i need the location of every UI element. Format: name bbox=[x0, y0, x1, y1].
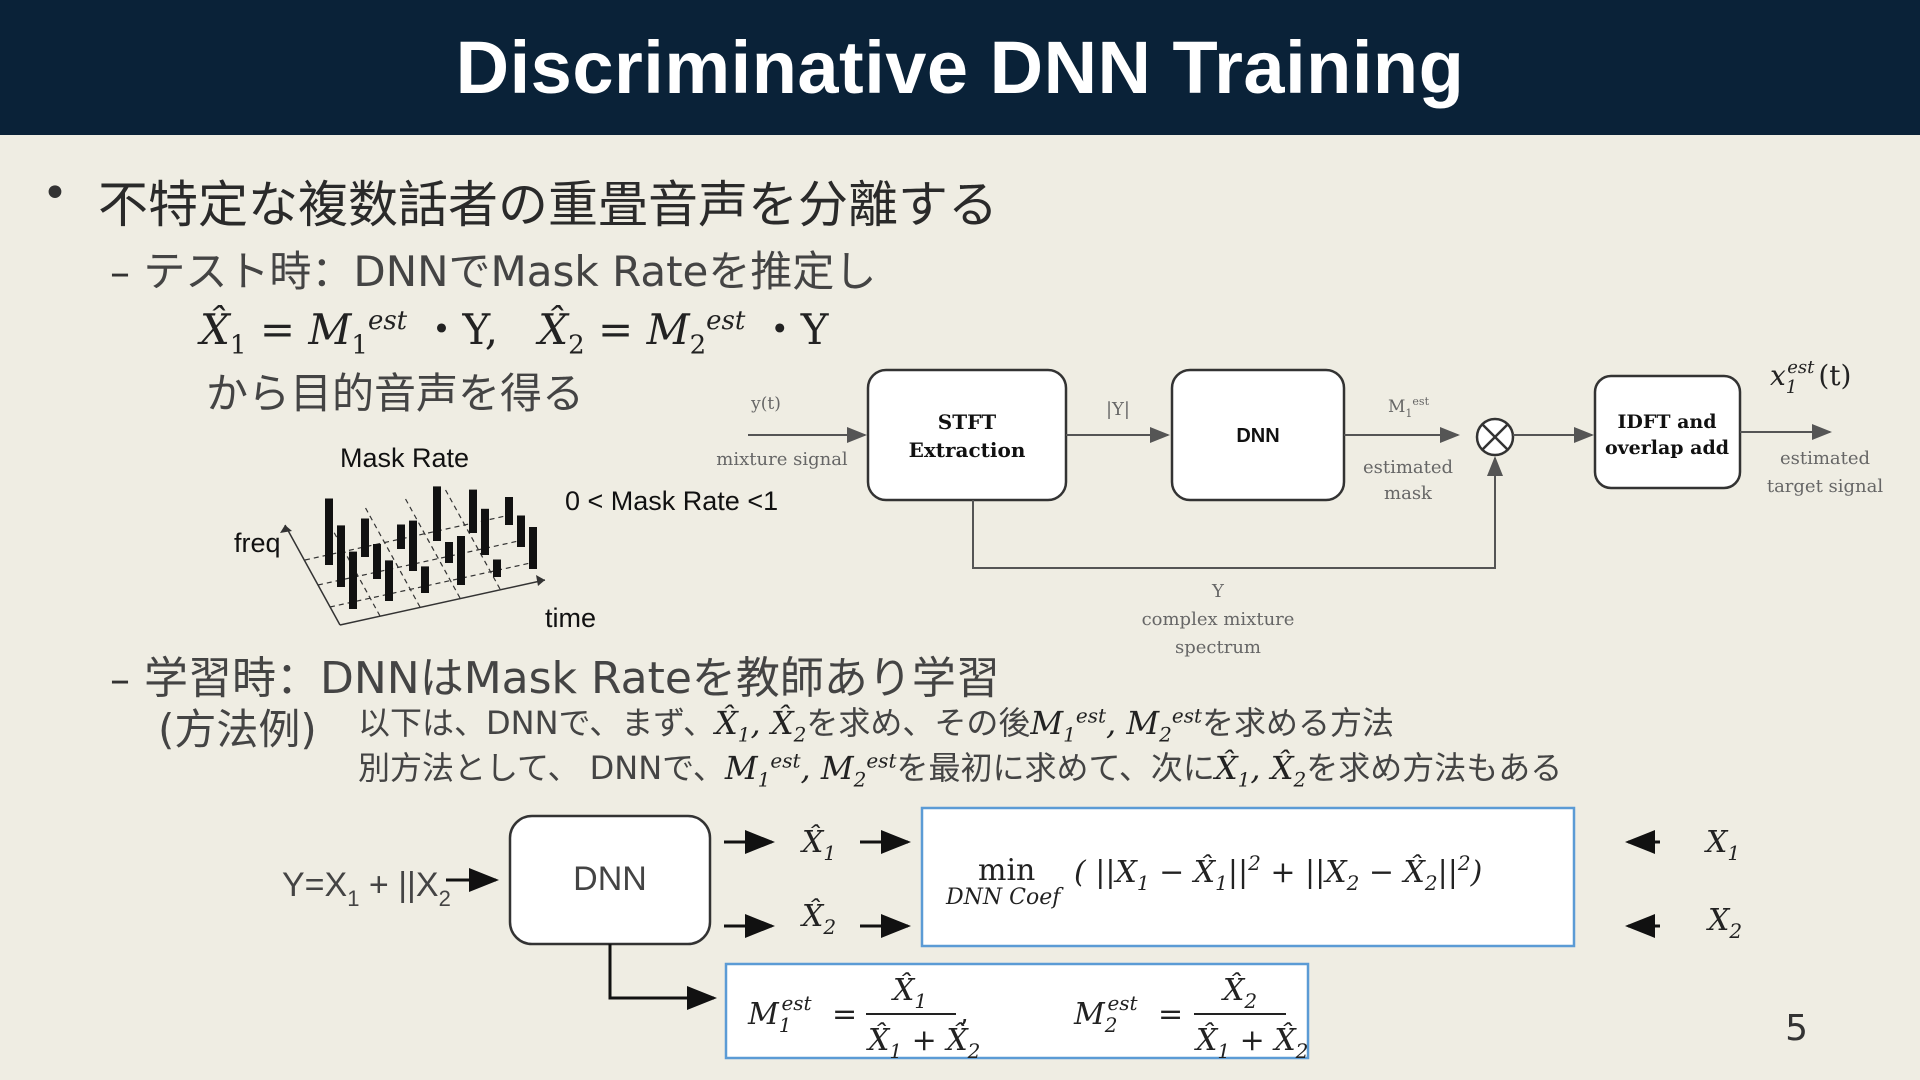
mask-formula-comma: , bbox=[960, 996, 969, 1029]
estimation-formula: X̂1 = M1est ・Y, X̂2 = M2est ・Y bbox=[200, 305, 829, 361]
dash-marker: – bbox=[110, 250, 130, 296]
freq-label: freq bbox=[234, 528, 281, 558]
output-desc-2: target signal bbox=[1767, 476, 1884, 497]
mask-bar bbox=[385, 560, 393, 601]
time-label: time bbox=[545, 603, 596, 633]
output-signal-label: x1est(t) bbox=[1770, 357, 1851, 398]
mask-bar bbox=[421, 566, 429, 593]
mask2-numerator: X̂2 bbox=[1221, 973, 1257, 1013]
page-number: 5 bbox=[1785, 1008, 1808, 1049]
time-axis bbox=[339, 579, 546, 626]
mask-rate-figure: Mask Rate freq time 0 < Mask Rate <1 bbox=[234, 443, 778, 633]
freq-arrowhead bbox=[280, 525, 292, 533]
dash-marker: – bbox=[110, 657, 130, 703]
mask2-lhs: M2est bbox=[1073, 991, 1139, 1037]
mask-bar bbox=[349, 551, 357, 609]
training-diagram: Y=X1 + ||X2 DNN X̂1 X̂2 min DNN Coef ( |… bbox=[282, 806, 1742, 1063]
complex-spectrum-path bbox=[972, 456, 1503, 569]
mask2-eq: = bbox=[1158, 997, 1183, 1032]
mask-rate-title: Mask Rate bbox=[340, 443, 469, 473]
test-phase-line: – テスト時：DNNでMask Rateを推定し bbox=[110, 238, 876, 299]
loss-expression: ( ||X1 − X̂1||2 + ||X2 − X̂2||2) bbox=[1074, 851, 1482, 895]
complex-desc-1: complex mixture bbox=[1142, 609, 1295, 630]
dnn-to-mask-arrow bbox=[608, 944, 717, 1010]
dnn-label: DNN bbox=[1236, 425, 1279, 447]
mask-bar bbox=[529, 527, 537, 569]
idft-label-2: overlap add bbox=[1605, 437, 1729, 459]
mask-bar bbox=[409, 520, 417, 571]
mask-bar bbox=[373, 544, 381, 579]
input-signal-label: y(t) bbox=[750, 394, 781, 414]
magnitude-label: |Y| bbox=[1106, 399, 1130, 420]
mask-desc-1: estimated bbox=[1363, 457, 1453, 478]
mask-desc-2: mask bbox=[1384, 483, 1433, 504]
estimate-x1: X̂1 bbox=[800, 825, 836, 865]
title-bar: Discriminative DNN Training bbox=[0, 0, 1920, 135]
mixture-equation: Y=X1 + ||X2 bbox=[282, 866, 451, 911]
target-x2: X2 bbox=[1706, 903, 1742, 943]
method-description-2: 別方法として、 DNNで、M1est, M2estを最初に求めて、次にX̂1, … bbox=[358, 748, 1563, 792]
min-operator: min bbox=[978, 853, 1035, 888]
mask-bar bbox=[361, 518, 369, 557]
train-phase-line: – 学習時：DNNはMask Rateを教師あり学習 bbox=[110, 642, 1000, 706]
mask-bar bbox=[457, 536, 465, 585]
main-bullet: 不特定な複数話者の重畳音声を分離する bbox=[98, 176, 998, 234]
bullet-marker: • bbox=[42, 168, 68, 219]
mask-bar bbox=[337, 525, 345, 587]
stft-block bbox=[866, 368, 1068, 502]
mask-formula-box bbox=[724, 962, 1310, 1060]
mask-bar bbox=[517, 515, 525, 547]
mask-bar bbox=[397, 524, 405, 549]
mask1-numerator: X̂1 bbox=[891, 973, 927, 1013]
stft-label-1: STFT bbox=[938, 410, 997, 434]
mask-bar bbox=[505, 497, 513, 525]
train-phase-text: 学習時：DNNはMask Rateを教師あり学習 bbox=[144, 653, 1000, 704]
mask-bar bbox=[445, 542, 453, 563]
min-subscript: DNN Coef bbox=[945, 885, 1064, 910]
multiply-icon bbox=[1475, 417, 1515, 457]
mask-bar bbox=[325, 498, 333, 565]
method-example-label: (方法例) bbox=[158, 705, 317, 754]
test-phase-text: テスト時：DNNでMask Rateを推定し bbox=[143, 247, 877, 296]
method-description-1: 以下は、DNNで、まず、X̂1, X̂2を求め、その後M1est, M2estを… bbox=[358, 703, 1395, 747]
time-arrowhead bbox=[536, 575, 545, 586]
mask-bar bbox=[433, 486, 441, 541]
complex-y-label: Y bbox=[1211, 581, 1225, 602]
mask2-denominator: X̂1 + X̂2 bbox=[1194, 1023, 1308, 1063]
output-desc-1: estimated bbox=[1780, 448, 1870, 469]
loss-function-box bbox=[920, 806, 1576, 948]
mask1-eq: = bbox=[832, 997, 857, 1032]
training-dnn-label: DNN bbox=[573, 860, 647, 898]
mask-m-label: M1est bbox=[1388, 395, 1430, 420]
mask1-denominator: X̂1 + X̂2 bbox=[866, 1023, 980, 1063]
mask1-lhs: M1est bbox=[747, 991, 813, 1037]
mask-bars bbox=[325, 486, 537, 609]
separation-flow-diagram: y(t) mixture signal STFT Extraction |Y| … bbox=[716, 357, 1884, 658]
mask-bar bbox=[481, 508, 489, 555]
complex-desc-2: spectrum bbox=[1175, 637, 1261, 658]
slide-title: Discriminative DNN Training bbox=[455, 26, 1465, 109]
stft-label-2: Extraction bbox=[909, 438, 1026, 462]
mask-bar bbox=[469, 489, 477, 533]
freq-axis bbox=[284, 524, 341, 626]
estimate-x2: X̂2 bbox=[800, 899, 836, 939]
target-x1: X1 bbox=[1704, 825, 1740, 865]
idft-label-1: IDFT and bbox=[1617, 411, 1716, 433]
mask-rate-range: 0 < Mask Rate <1 bbox=[565, 486, 778, 516]
mixture-signal-desc: mixture signal bbox=[716, 449, 848, 470]
test-phase-result: から目的音声を得る bbox=[206, 369, 585, 418]
mask-bar bbox=[493, 559, 501, 577]
